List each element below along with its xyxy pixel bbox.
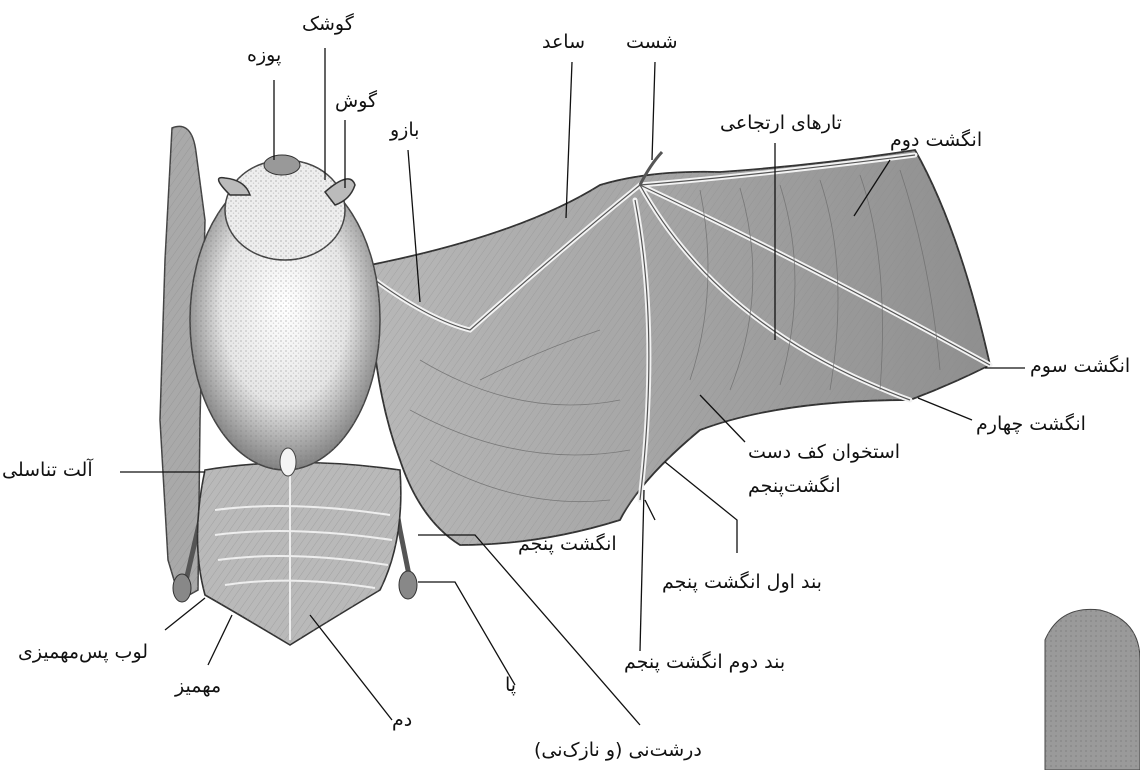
label-snout: پوزه: [247, 46, 281, 65]
label-postcalcar-lobe: لوب پس‌مهمیزی: [18, 643, 148, 662]
label-fifth-finger-first-phalanx: بند اول انگشت پنجم: [662, 573, 822, 592]
label-tail: دم: [392, 711, 412, 730]
label-cartilage: درشت‌نی (و نازک‌نی): [534, 741, 702, 760]
label-second-finger: انگشت دوم: [890, 131, 982, 150]
label-genitals: آلت تناسلی: [2, 461, 93, 480]
label-elastic-fibers: تارهای ارتجاعی: [720, 114, 842, 133]
snout: [264, 155, 300, 175]
label-third-finger: انگشت سوم: [1030, 357, 1130, 376]
label-thumb: شست: [626, 33, 678, 52]
label-ear: گوش: [335, 92, 377, 111]
label-fourth-finger: انگشت چهارم: [976, 415, 1086, 434]
partial-ear-illustration: [1045, 609, 1140, 770]
label-foot: پا: [505, 676, 516, 695]
label-tragus: گوشک: [302, 15, 354, 34]
label-forearm: ساعد: [542, 33, 585, 52]
label-metacarpal-line1: استخوان کف دست: [748, 443, 900, 462]
label-calcar: مهمیز: [175, 677, 221, 696]
label-metacarpal-line2: انگشت‌پنجم: [748, 477, 841, 496]
label-fifth-finger: انگشت پنجم: [518, 535, 617, 554]
label-fifth-finger-second-phalanx: بند دوم انگشت پنجم: [624, 653, 785, 672]
label-arm: بازو: [390, 121, 419, 140]
